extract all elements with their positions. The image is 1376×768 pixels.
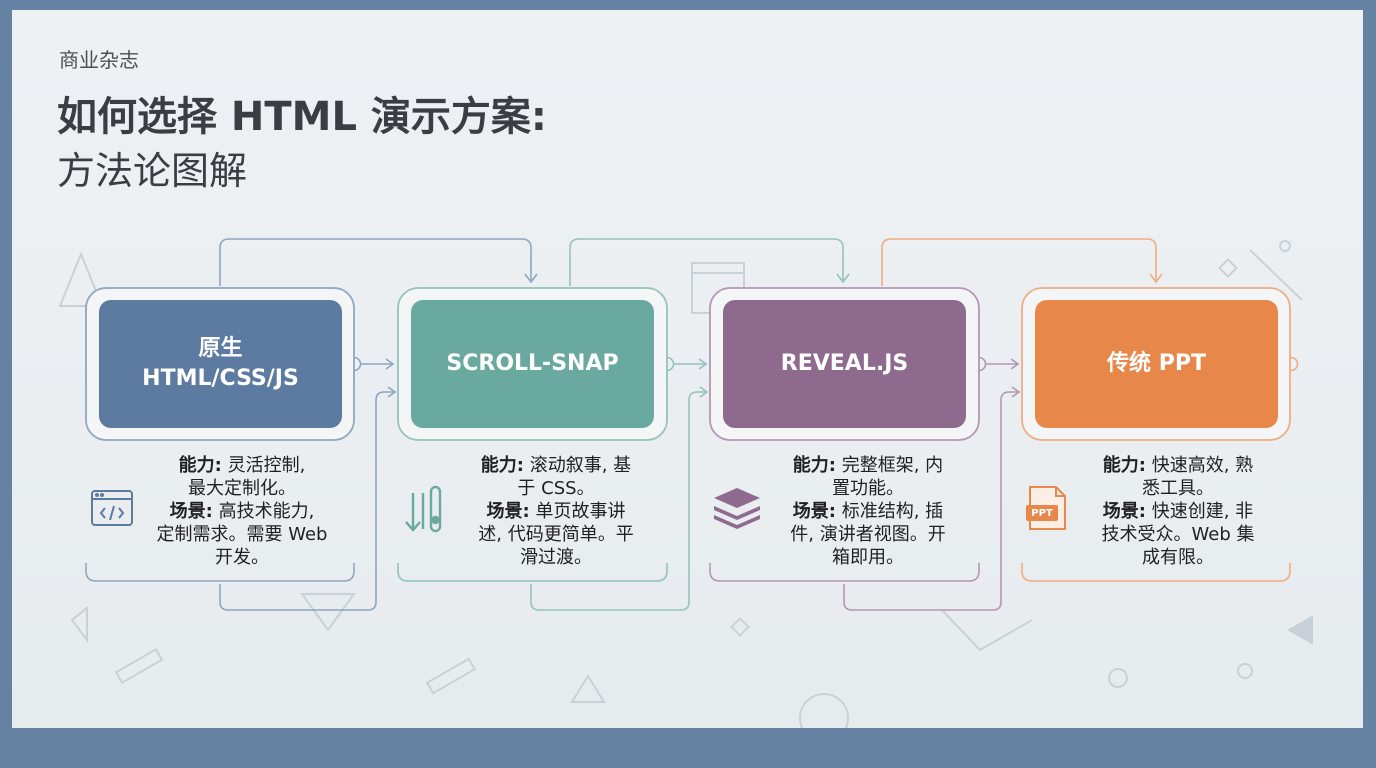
scene-line: 场景: 单页故事讲	[456, 500, 656, 523]
scene-text: 快速创建, 非	[1151, 501, 1254, 522]
ppt-file-icon	[1026, 486, 1066, 530]
scene-label: 场景:	[486, 501, 530, 522]
scene-text-2: 件, 演讲者视图。开	[790, 524, 946, 545]
connector-top-1	[219, 238, 532, 286]
page-subtitle: 方法论图解	[57, 149, 248, 193]
background-decoration	[58, 240, 1313, 728]
ability-line: 能力: 灵活控制,	[142, 454, 342, 477]
ability-text: 灵活控制,	[227, 455, 306, 476]
scene-label: 场景:	[1102, 501, 1146, 522]
ability-line: 能力: 快速高效, 熟	[1078, 454, 1278, 477]
ability-label: 能力:	[792, 455, 836, 476]
magazine-label: 商业杂志	[59, 48, 139, 72]
step-2-description: 能力: 滚动叙事, 基 于 CSS。 场景: 单页故事讲 述, 代码更简单。平 …	[456, 454, 656, 569]
scene-text-3: 成有限。	[1142, 547, 1214, 568]
ability-label: 能力:	[178, 455, 222, 476]
step-3-title: REVEAL.JS	[723, 300, 966, 428]
ability-text: 完整框架, 内	[841, 455, 944, 476]
scene-text-3: 箱即用。	[832, 547, 904, 568]
step-1-title: 原生 HTML/CSS/JS	[99, 300, 342, 428]
ability-label: 能力:	[480, 455, 524, 476]
ppt-icon-text: PPT	[1031, 508, 1053, 519]
ability-text-2: 置功能。	[832, 478, 904, 499]
card-fill-1	[99, 300, 342, 428]
step-2-title-line1: SCROLL-SNAP	[446, 351, 619, 376]
step-1-title-line1: 原生	[198, 336, 243, 361]
arrow-head-top-1	[524, 273, 538, 284]
scene-text: 高技术能力,	[218, 501, 315, 522]
ability-text: 滚动叙事, 基	[529, 455, 632, 476]
connector-top-3	[881, 238, 1157, 286]
ability-line: 能力: 滚动叙事, 基	[456, 454, 656, 477]
step-4-description: 能力: 快速高效, 熟 悉工具。 场景: 快速创建, 非 技术受众。Web 集 …	[1078, 454, 1278, 569]
scene-label: 场景:	[792, 501, 836, 522]
arrow-head-top-3	[1149, 273, 1163, 284]
arrow-head-top-2	[836, 273, 850, 284]
step-3-title-line1: REVEAL.JS	[780, 351, 909, 376]
scene-text-2: 技术受众。Web 集	[1101, 524, 1255, 545]
code-window-icon	[91, 490, 133, 526]
scene-text-3: 开发。	[215, 547, 269, 568]
step-2-title: SCROLL-SNAP	[411, 300, 654, 428]
scene-text: 单页故事讲	[535, 501, 626, 522]
page-title: 如何选择 HTML 演示方案:	[57, 94, 547, 140]
step-cards	[85, 287, 1291, 441]
ability-label: 能力:	[1102, 455, 1146, 476]
slide: 商业杂志 如何选择 HTML 演示方案: 方法论图解 PPT 原生 HTML/C…	[12, 10, 1363, 728]
scene-text-2: 定制需求。需要 Web	[156, 524, 328, 545]
scene-text-2: 述, 代码更简单。平	[478, 524, 634, 545]
scene-text-3: 滑过渡。	[520, 547, 592, 568]
step-4-title-line1: 传统 PPT	[1107, 351, 1206, 376]
step-3-description: 能力: 完整框架, 内 置功能。 场景: 标准结构, 插 件, 演讲者视图。开 …	[768, 454, 968, 569]
step-1-description: 能力: 灵活控制, 最大定制化。 场景: 高技术能力, 定制需求。需要 Web …	[142, 454, 342, 569]
step-4-title: 传统 PPT	[1035, 300, 1278, 428]
ability-text-2: 悉工具。	[1142, 478, 1214, 499]
diagram-canvas	[58, 238, 1313, 728]
step-1-title-line2: HTML/CSS/JS	[142, 366, 299, 391]
connector-top-2	[569, 238, 844, 286]
scene-label: 场景:	[169, 501, 213, 522]
ability-line: 能力: 完整框架, 内	[768, 454, 968, 477]
ability-text-2: 于 CSS。	[517, 478, 595, 499]
card-fill-4	[1035, 300, 1278, 428]
card-fill-2	[411, 300, 654, 428]
scene-line: 场景: 高技术能力,	[142, 500, 342, 523]
card-fill-3	[723, 300, 966, 428]
ability-text: 快速高效, 熟	[1151, 455, 1254, 476]
scene-line: 场景: 标准结构, 插	[768, 500, 968, 523]
layers-icon	[714, 488, 760, 529]
scroll-snap-icon	[405, 485, 442, 533]
scene-text: 标准结构, 插	[841, 501, 944, 522]
scene-line: 场景: 快速创建, 非	[1078, 500, 1278, 523]
ability-text-2: 最大定制化。	[188, 478, 296, 499]
